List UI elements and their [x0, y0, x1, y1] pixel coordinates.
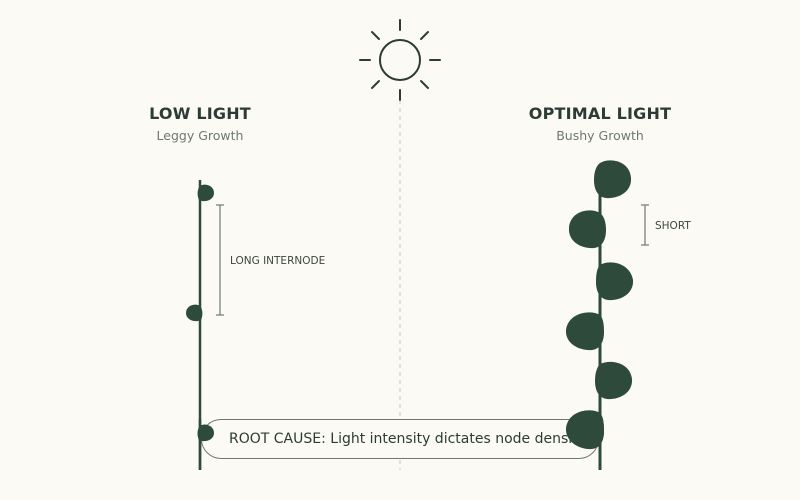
optimal-light-title: OPTIMAL LIGHT — [528, 104, 672, 123]
bushy-leaf — [595, 361, 633, 400]
short-internode-label: SHORT — [655, 220, 691, 232]
low-light-subtitle: Leggy Growth — [156, 128, 244, 143]
long-internode-label: LONG INTERNODE — [230, 255, 326, 267]
optimal-light-subtitle: Bushy Growth — [556, 128, 644, 143]
leggy-leaf — [186, 304, 203, 322]
sun-icon — [359, 19, 441, 101]
bushy-leaf — [594, 160, 632, 199]
bushy-leaf — [596, 262, 634, 301]
low-light-title: LOW LIGHT — [149, 104, 251, 123]
long-internode-dimension — [216, 204, 224, 316]
bushy-leaf — [568, 210, 606, 249]
bushy-leaf — [565, 312, 604, 351]
root-cause-text: ROOT CAUSE: Light intensity dictates nod… — [229, 431, 589, 447]
short-internode-dimension — [641, 204, 649, 246]
leggy-leaf — [197, 184, 214, 202]
root-cause-caption: ROOT CAUSE: Light intensity dictates nod… — [201, 419, 599, 459]
